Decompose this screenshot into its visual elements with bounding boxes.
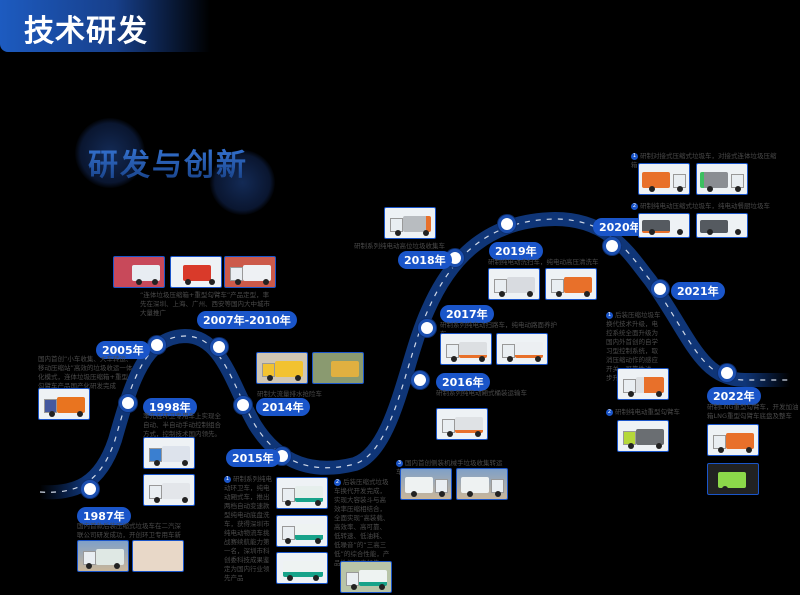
timeline-subtitle: 研发与创新 — [88, 140, 248, 184]
number-badge: 1 — [631, 152, 638, 160]
timeline-node-2017[interactable] — [418, 319, 436, 337]
vehicle-photo — [224, 256, 276, 288]
vehicle-photo — [496, 333, 548, 365]
timeline-node-2020[interactable] — [603, 237, 621, 255]
event-photo — [132, 540, 184, 572]
number-badge: 2 — [631, 202, 638, 210]
milestone-desc-2019: 研制纯电动洗扫车，纯电动高压清洗车 — [488, 258, 599, 266]
year-label-2015: 2015年 — [226, 449, 280, 467]
item-text: 后装压缩式垃圾车换代开发完成，实现大容装斗与高效率压缩相结合，全面实现“高装载、… — [334, 478, 390, 567]
vehicle-photo — [143, 474, 195, 506]
section-title: 技术研发 — [24, 14, 148, 49]
item-text: 研制纯电动重型勾臂车 — [615, 408, 680, 416]
timeline-node-2005[interactable] — [148, 336, 166, 354]
year-label-2017: 2017年 — [440, 305, 494, 323]
vehicle-photo — [545, 268, 597, 300]
milestone-desc-2018: 研制系列纯电动高位垃圾收集车 — [354, 242, 445, 250]
vehicle-photo — [276, 552, 328, 584]
milestone-desc-2022: 研制LNG重型勾臂车，开发加油箱LNG重型勾臂车底盘及整车 — [707, 403, 799, 420]
year-label-2007-2010: 2007年-2010年 — [197, 311, 297, 329]
year-label-1987: 1987年 — [77, 507, 131, 525]
timeline-node-1987[interactable] — [81, 480, 99, 498]
vehicle-photo — [384, 207, 436, 239]
milestone-desc-2005: 国内首创“小车收集、大车转运、移动压缩站”高效的垃圾收运一体化模式，连体垃圾压缩… — [38, 355, 133, 390]
decorative-glow — [75, 118, 145, 188]
vehicle-photo — [276, 515, 328, 547]
vehicle-photo — [638, 213, 690, 238]
year-label-2022: 2022年 — [707, 387, 761, 405]
milestone-desc-2014: 研制大流量排水抢险车 — [257, 390, 322, 398]
vehicle-photo — [340, 561, 392, 593]
item-text: 研制对接式压缩式垃圾车，对接式连体垃圾压缩箱 — [631, 152, 777, 169]
number-badge: 1 — [224, 475, 231, 483]
year-label-2018: 2018年 — [398, 251, 452, 269]
year-label-2016: 2016年 — [436, 373, 490, 391]
vehicle-photo — [436, 408, 488, 440]
milestone-desc-2016: 研制系列纯电动厢式桶装运输车 — [436, 389, 527, 397]
vehicle-photo — [456, 468, 508, 500]
vehicle-photo — [696, 213, 748, 238]
timeline-node-2022[interactable] — [718, 364, 736, 382]
section-header: 技术研发 — [0, 0, 210, 52]
year-label-2005: 2005年 — [96, 341, 150, 359]
number-badge: 2 — [606, 408, 613, 416]
item-text: 研制系列纯电动环卫车，纯电动厢式车，推出两档自动变速款型纯电动底盘洗车，获得深圳… — [224, 475, 272, 582]
vehicle-photo — [170, 256, 222, 288]
number-badge: 2 — [334, 478, 341, 486]
vehicle-photo — [256, 352, 308, 384]
number-badge: 3 — [396, 459, 403, 467]
year-label-2020: 2020年 — [593, 218, 647, 236]
vehicle-photo — [113, 256, 165, 288]
vehicle-photo — [638, 163, 690, 195]
vehicle-photo — [77, 540, 129, 572]
vehicle-photo — [400, 468, 452, 500]
vehicle-photo — [312, 352, 364, 384]
year-label-2019: 2019年 — [489, 242, 543, 260]
timeline-node-1998[interactable] — [119, 394, 137, 412]
vehicle-photo — [707, 424, 759, 456]
number-badge: 1 — [606, 311, 613, 319]
vehicle-photo — [617, 420, 669, 452]
vehicle-photo — [143, 437, 195, 469]
vehicle-photo — [276, 477, 328, 509]
vehicle-photo — [440, 333, 492, 365]
vehicle-photo — [488, 268, 540, 300]
milestone-desc-1998: 率先在环卫专用车上实现全自动、半自动手动控制组合方式，控制技术国内领先。 — [143, 412, 221, 438]
vehicle-photo — [696, 163, 748, 195]
timeline-node-2019[interactable] — [498, 215, 516, 233]
year-label-1998: 1998年 — [143, 398, 197, 416]
vehicle-photo — [617, 368, 669, 400]
timeline-node-2021[interactable] — [651, 280, 669, 298]
timeline-node-2007[interactable] — [210, 338, 228, 356]
vehicle-photo — [707, 463, 759, 495]
milestone-desc-2007: “连体垃圾压缩箱+重型勾臂车”产品定型，率先在深圳、上海、广州、西安等国内大中城… — [140, 291, 270, 317]
vehicle-photo — [38, 388, 90, 420]
timeline-node-2014[interactable] — [234, 396, 252, 414]
timeline-node-2016[interactable] — [411, 371, 429, 389]
year-label-2021: 2021年 — [671, 282, 725, 300]
year-label-2014: 2014年 — [256, 398, 310, 416]
decorative-glow — [210, 150, 275, 215]
item-text: 研制纯电动压缩式垃圾车，纯电动餐厨垃圾车 — [640, 202, 770, 210]
